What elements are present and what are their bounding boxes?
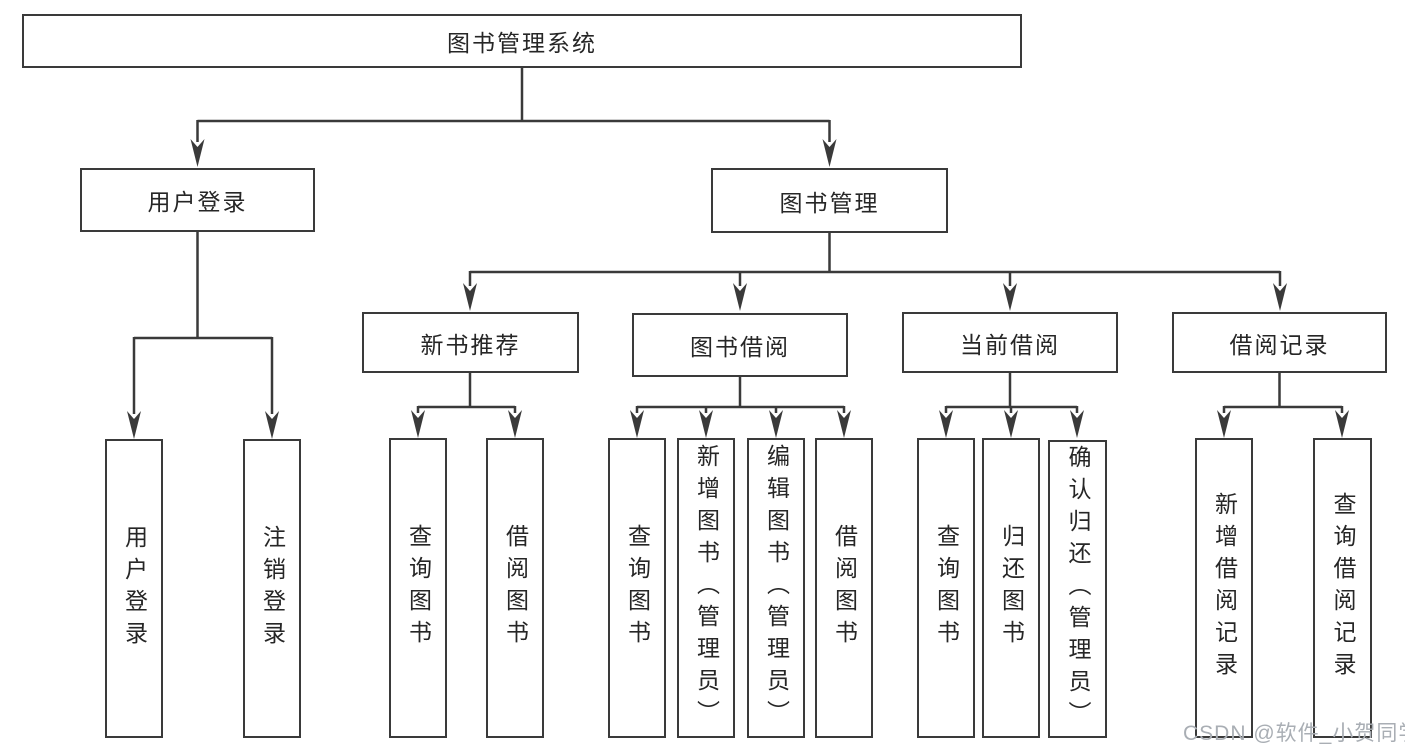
leaf-return-books: 归还图书 <box>982 438 1040 738</box>
watermark: CSDN @软件_小贺同学 <box>1183 722 1405 745</box>
leaf-borrow-books: 借阅图书 <box>815 438 873 738</box>
leaf-query-books-recommend: 查询图书 <box>389 438 447 738</box>
node-book-management: 图书管理 <box>711 168 948 233</box>
leaf-query-borrow-record: 查询借阅记录 <box>1313 438 1372 738</box>
node-book-borrowing: 图书借阅 <box>632 313 848 377</box>
node-current-borrowing: 当前借阅 <box>902 312 1118 373</box>
leaf-query-books-current: 查询图书 <box>917 438 975 738</box>
leaf-logout: 注销登录 <box>243 439 301 738</box>
leaf-edit-books-admin: 编辑图书（管理员） <box>747 438 805 738</box>
node-user-login: 用户登录 <box>80 168 315 232</box>
leaf-add-books-admin: 新增图书（管理员） <box>677 438 735 738</box>
leaf-query-books-borrowing: 查询图书 <box>608 438 666 738</box>
leaf-confirm-return-admin: 确认归还（管理员） <box>1048 440 1107 738</box>
node-new-book-recommendation: 新书推荐 <box>362 312 579 373</box>
leaf-user-login: 用户登录 <box>105 439 163 738</box>
leaf-borrow-books-recommend: 借阅图书 <box>486 438 544 738</box>
leaf-add-borrow-record: 新增借阅记录 <box>1195 438 1253 738</box>
node-library-management-system: 图书管理系统 <box>22 14 1022 68</box>
node-borrowing-records: 借阅记录 <box>1172 312 1387 373</box>
